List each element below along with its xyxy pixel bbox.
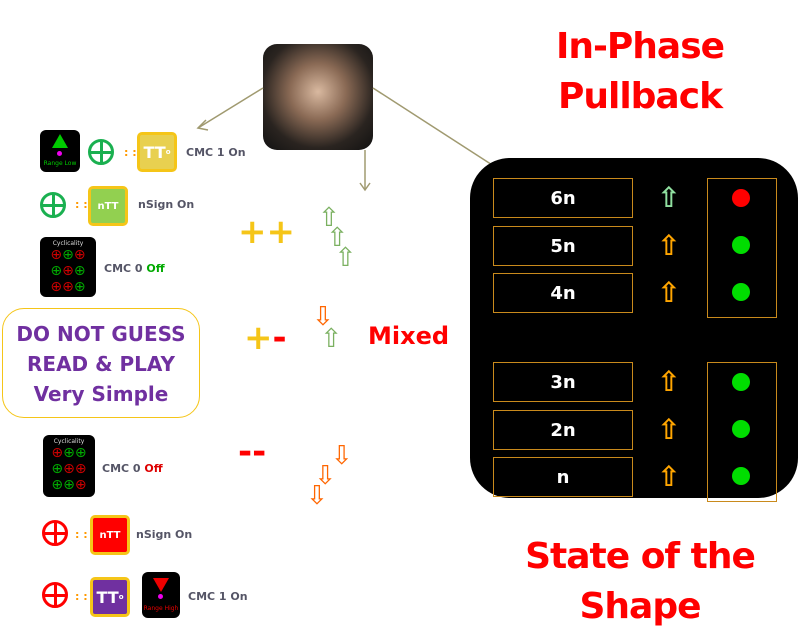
row-4n: 4n	[493, 273, 633, 313]
cmc0-off-red-label: CMC 0 Off	[102, 462, 163, 475]
cyclicality-red-icon: Cyclicality ⊕⊕⊕⊕⊕⊕⊕⊕⊕	[43, 435, 95, 497]
green-light	[732, 283, 750, 301]
mixed-label: Mixed	[368, 322, 450, 350]
green-light	[732, 420, 750, 438]
mixed-arrows-icon: ⇩ ⇧	[312, 302, 343, 354]
separator: : :	[124, 146, 137, 159]
green-light	[732, 236, 750, 254]
row-6n: 6n	[493, 178, 633, 218]
range-low-icon: Range Low	[40, 130, 80, 172]
separator: : :	[75, 198, 88, 211]
range-high-icon: Range High	[142, 572, 180, 618]
nsign-on-label: nSign On	[138, 198, 195, 211]
state-panel	[470, 158, 798, 498]
lights-group-lower	[707, 362, 777, 502]
separator: : :	[75, 590, 88, 603]
up-arrow-icon: ⇧	[657, 181, 681, 214]
green-light	[732, 373, 750, 391]
up-arrow-icon: ⇧	[657, 413, 681, 446]
green-crosshair-icon	[40, 192, 66, 218]
green-crosshair-icon	[88, 139, 114, 165]
minus-minus-signal: --	[238, 432, 267, 472]
ntt-tile: nTT	[88, 186, 128, 226]
portrait-image	[263, 44, 373, 150]
row-5n: 5n	[493, 226, 633, 266]
row-2n: 2n	[493, 410, 633, 450]
up-arrows-icon: ⇧ ⇧ ⇧	[318, 203, 357, 273]
cyclicality-green-icon: Cyclicality ⊕⊕⊕⊕⊕⊕⊕⊕⊕	[40, 237, 96, 297]
cmc1-on-label: CMC 1 On	[188, 590, 248, 603]
red-light	[732, 189, 750, 207]
ntt-red-tile: nTT	[90, 515, 130, 555]
cmc1-on-label: CMC 1 On	[186, 146, 246, 159]
green-light	[732, 467, 750, 485]
plus-plus-signal: ++	[238, 212, 295, 252]
lights-group-upper	[707, 178, 777, 318]
separator: : :	[75, 528, 88, 541]
nsign-on-label: nSign On	[136, 528, 193, 541]
up-arrow-icon: ⇧	[657, 365, 681, 398]
row-n: n	[493, 457, 633, 497]
row-3n: 3n	[493, 362, 633, 402]
cmc0-off-green-label: CMC 0 Off	[104, 262, 165, 275]
plus-minus-signal: +-	[244, 318, 287, 358]
red-crosshair-icon	[42, 520, 68, 546]
down-arrows-icon: ⇩ ⇩⇩	[306, 441, 353, 511]
up-arrow-icon: ⇧	[657, 276, 681, 309]
up-arrow-icon: ⇧	[657, 229, 681, 262]
up-arrow-icon: ⇧	[657, 460, 681, 493]
red-crosshair-icon	[42, 582, 68, 608]
